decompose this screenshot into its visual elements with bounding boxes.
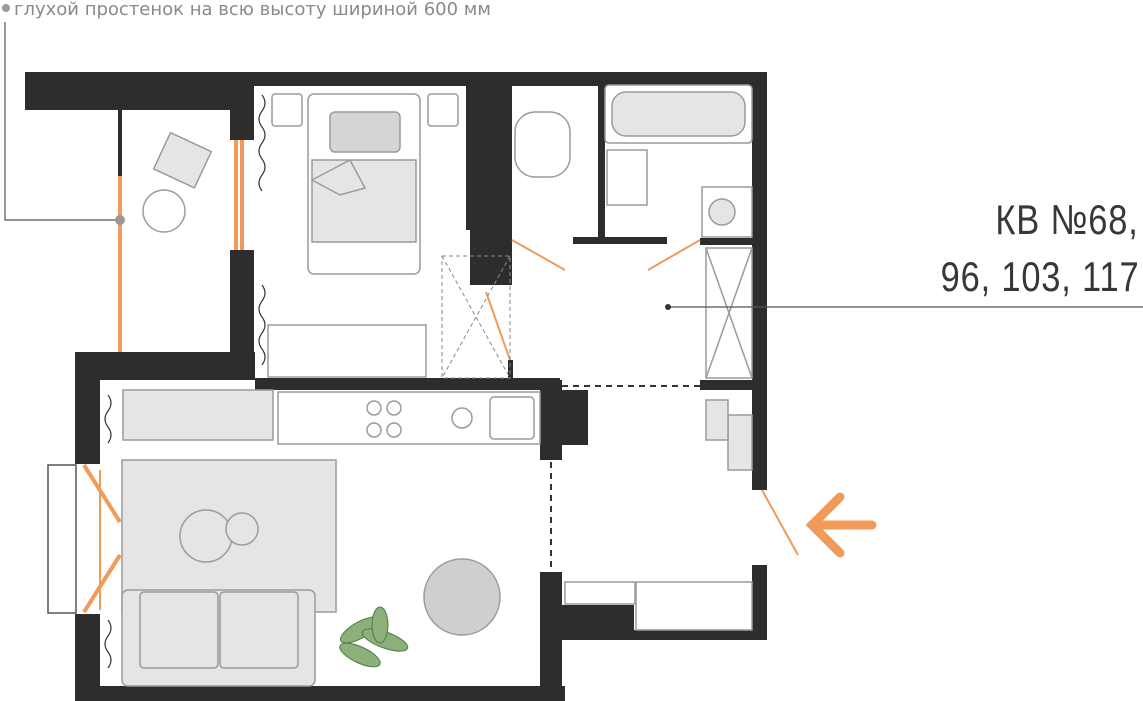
callout-lines	[4, 22, 1143, 308]
apartment-label-line1: КВ №68,	[995, 196, 1139, 243]
wall-note: глухой простенок на всю высоту шириной 6…	[0, 0, 491, 20]
entrance-arrow-icon	[805, 492, 877, 558]
apartment-label-line2: 96, 103, 117	[940, 253, 1139, 300]
plant-icon	[339, 606, 409, 668]
dashed-openings	[550, 385, 700, 572]
furniture	[121, 84, 753, 687]
wall-note-text: глухой простенок на всю высоту шириной 6…	[14, 0, 491, 20]
windows-and-doors	[82, 140, 799, 614]
bullet-icon	[2, 4, 10, 12]
walls	[25, 72, 767, 701]
